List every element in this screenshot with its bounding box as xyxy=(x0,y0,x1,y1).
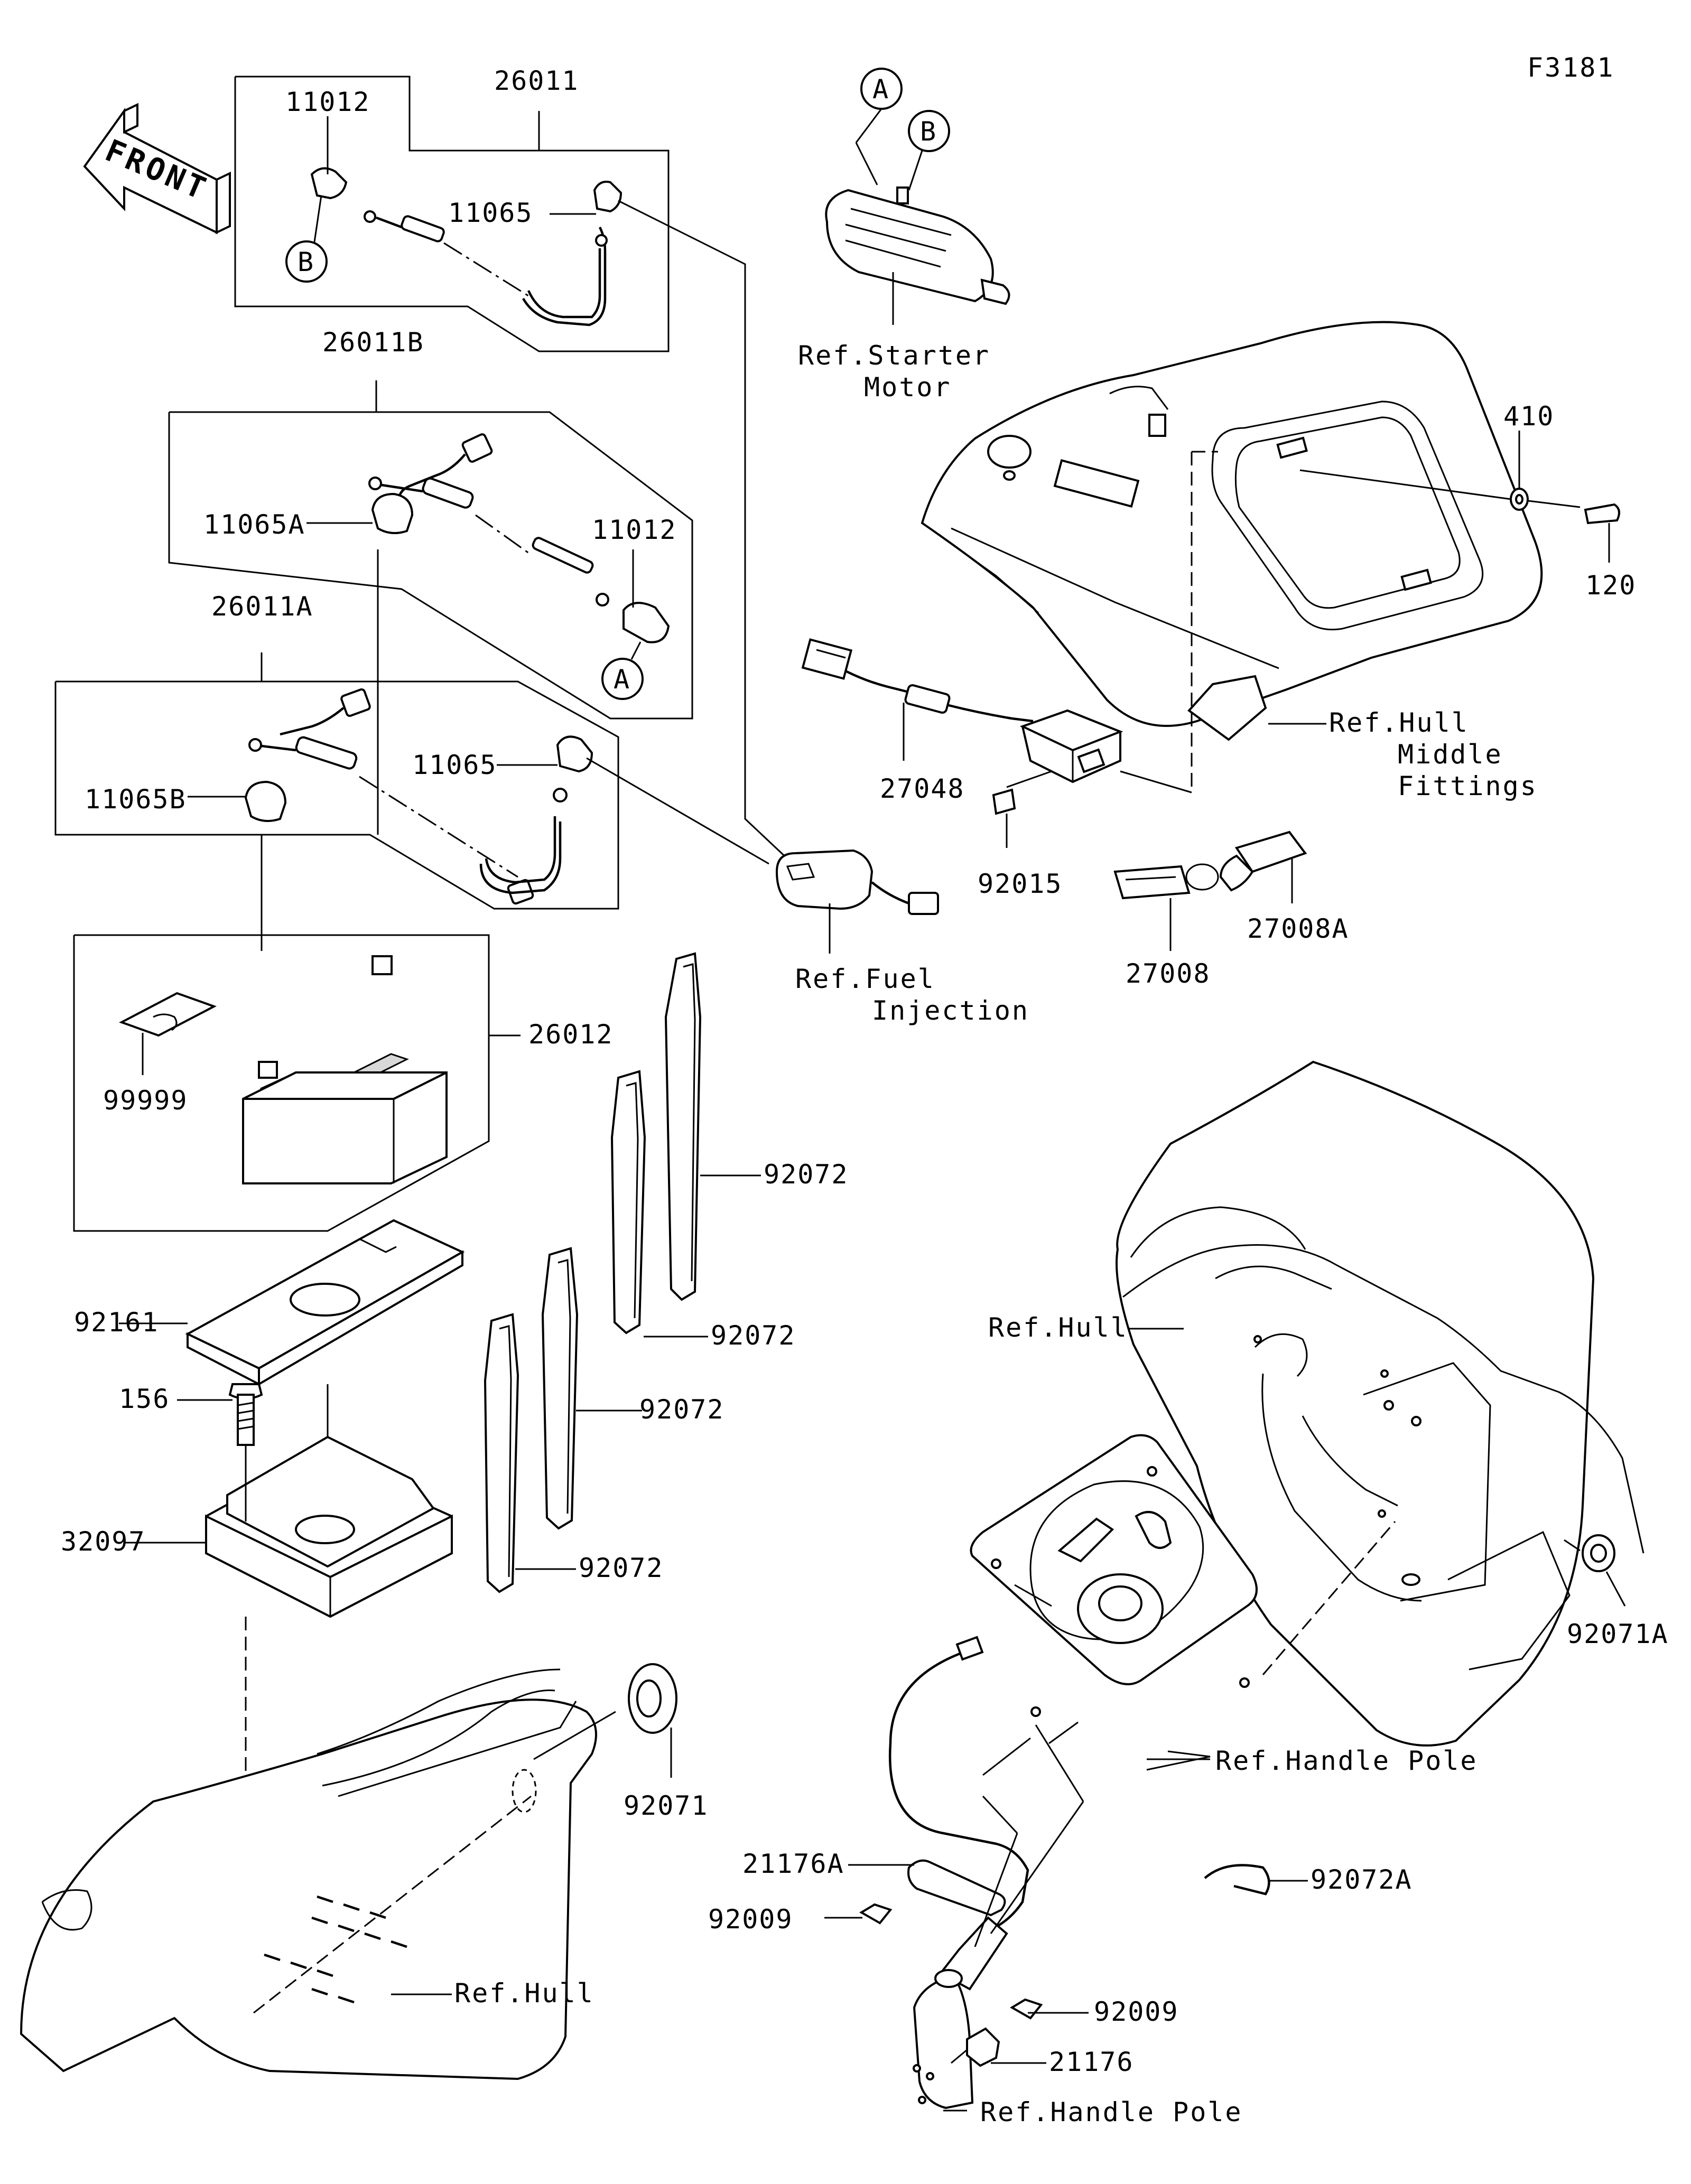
label-ref-hull-mid-2: Middle xyxy=(1398,739,1503,770)
label-92161: 92161 xyxy=(74,1307,159,1338)
keys-group xyxy=(1113,830,1307,951)
callout-a-mid: A xyxy=(614,664,630,695)
callout-a-top: A xyxy=(872,74,889,105)
label-ref-handle-pole-2: Ref.Handle Pole xyxy=(980,2097,1243,2127)
key-27008 xyxy=(1113,865,1191,900)
tray-92161-group xyxy=(119,1219,465,1386)
label-21176a: 21176A xyxy=(742,1849,844,1879)
label-92009-b: 92009 xyxy=(1094,1996,1179,2027)
battery-26012-group xyxy=(73,835,521,1232)
terminal-cap-11012-mid xyxy=(622,602,670,643)
handle-pole-plate-group xyxy=(888,1434,1396,1935)
label-156: 156 xyxy=(119,1384,170,1414)
label-120: 120 xyxy=(1585,570,1636,601)
figure-code: F3181 xyxy=(1527,52,1615,83)
label-11065b: 11065B xyxy=(85,784,187,815)
hull-middle-fittings-group xyxy=(921,321,1620,792)
hull-right-group xyxy=(1116,1060,1644,1747)
strap-92072-1 xyxy=(664,952,702,1301)
label-ref-hull-right: Ref.Hull xyxy=(988,1312,1128,1343)
cable-26011b-group: A xyxy=(168,380,693,720)
label-92009-a: 92009 xyxy=(708,1904,793,1935)
terminal-cap-11065b xyxy=(244,780,287,822)
handle-pole-lower xyxy=(913,1724,1084,2112)
front-arrow-icon: FRONT xyxy=(83,102,231,235)
harness-27048-group xyxy=(801,638,1192,848)
strap-92072-4 xyxy=(484,1313,519,1593)
clip-92015 xyxy=(992,788,1016,815)
starter-motor-group: A B xyxy=(825,68,1010,325)
label-26011b: 26011B xyxy=(322,327,424,358)
label-ref-hull-mid-1: Ref.Hull xyxy=(1329,707,1469,738)
callout-b-left: B xyxy=(298,247,314,277)
label-11012-mid: 11012 xyxy=(592,515,677,545)
terminal-cap-11065-top xyxy=(593,181,622,213)
callout-b-top: B xyxy=(920,116,937,147)
hull-slot-marks xyxy=(264,1895,407,2004)
cable-26011-group: B xyxy=(234,76,791,862)
label-ref-hull-bottom: Ref.Hull xyxy=(454,1978,594,2009)
label-ref-starter-2: Motor xyxy=(864,372,952,403)
terminal-cap-11065-mid xyxy=(556,735,593,773)
clamp-21176a xyxy=(848,1859,1006,1917)
label-ref-hull-mid-3: Fittings xyxy=(1398,771,1538,801)
straps-92072-group xyxy=(484,952,761,1593)
label-11065-mid: 11065 xyxy=(412,750,497,780)
label-99999: 99999 xyxy=(103,1085,188,1116)
label-27008a: 27008A xyxy=(1247,913,1349,944)
label-92015: 92015 xyxy=(978,869,1063,899)
hull-bottom-group xyxy=(20,1617,616,2080)
label-410: 410 xyxy=(1503,401,1554,432)
grommet-92071a xyxy=(1564,1534,1626,1607)
label-92072-2: 92072 xyxy=(711,1320,796,1351)
cable-26011a-group xyxy=(54,549,769,910)
label-21176: 21176 xyxy=(1049,2047,1134,2077)
label-ref-starter-1: Ref.Starter xyxy=(798,340,990,371)
label-92071a: 92071A xyxy=(1567,1619,1669,1649)
label-32097: 32097 xyxy=(61,1526,146,1557)
label-ref-fuel-2: Injection xyxy=(872,995,1029,1026)
label-26011: 26011 xyxy=(494,66,579,96)
label-26011a: 26011A xyxy=(211,591,313,622)
label-92072-1: 92072 xyxy=(764,1159,849,1190)
label-27048: 27048 xyxy=(880,773,965,804)
battery-box-32097 xyxy=(124,1384,453,1618)
label-11065a: 11065A xyxy=(203,509,305,540)
label-92072-3: 92072 xyxy=(639,1394,724,1425)
screw-92009-a xyxy=(824,1903,893,1925)
label-26012: 26012 xyxy=(528,1019,614,1050)
fuel-injection-group xyxy=(775,849,939,954)
key-27008a xyxy=(1234,830,1307,873)
bolt-120 xyxy=(1584,503,1620,525)
label-11012-top: 11012 xyxy=(285,87,370,117)
label-92072a: 92072A xyxy=(1311,1864,1413,1895)
clip-21176 xyxy=(951,2027,1046,2067)
label-92072-4: 92072 xyxy=(579,1553,664,1583)
label-ref-fuel-1: Ref.Fuel xyxy=(795,964,935,994)
label-11065-top: 11065 xyxy=(448,198,533,228)
band-92072a xyxy=(1204,1864,1308,1896)
terminal-cap-11012 xyxy=(310,167,348,200)
grommet-92071 xyxy=(628,1663,677,1778)
screw-92009-b xyxy=(1010,1998,1089,2020)
bolt-156 xyxy=(177,1383,263,1446)
label-92071: 92071 xyxy=(624,1790,709,1821)
strap-92072-3 xyxy=(541,1247,579,1530)
label-27008: 27008 xyxy=(1126,958,1211,989)
terminal-cap-11065a xyxy=(371,492,414,534)
label-ref-handle-pole-1: Ref.Handle Pole xyxy=(1215,1746,1478,1776)
strap-92072-2 xyxy=(610,1070,646,1334)
